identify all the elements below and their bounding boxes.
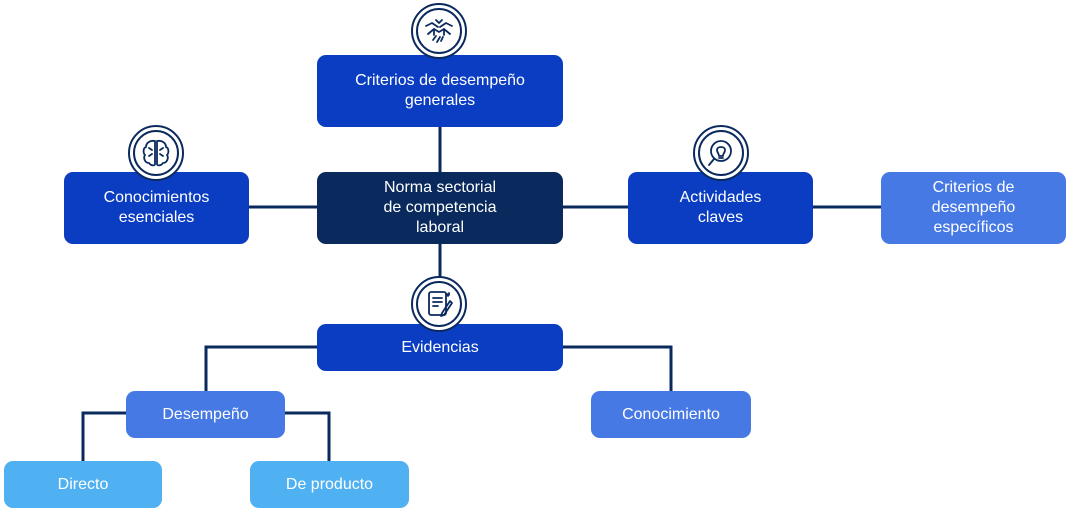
connector-desempeno-to-de-producto [285, 411, 331, 461]
node-directo: Directo [4, 461, 162, 508]
node-desempeno: Desempeño [126, 391, 285, 438]
document-pen-icon [411, 276, 467, 332]
node-de-producto: De producto [250, 461, 409, 508]
connector-evidencias-to-desempeno [204, 345, 317, 391]
lightbulb-magnifier-icon [693, 125, 749, 181]
connector-desempeno-to-directo [81, 411, 126, 461]
node-conocimiento: Conocimiento [591, 391, 751, 438]
brain-icon [128, 125, 184, 181]
teamwork-hands-icon [411, 3, 467, 59]
node-criterios-especificos: Criterios de desempeño específicos [881, 172, 1066, 244]
node-center-norma-sectorial: Norma sectorial de competencia laboral [317, 172, 563, 244]
node-actividades-claves: Actividades claves [628, 172, 813, 244]
node-criterios-generales: Criterios de desempeño generales [317, 55, 563, 127]
connector-evidencias-to-conocimiento [563, 345, 673, 391]
node-conocimientos-esenciales: Conocimientos esenciales [64, 172, 249, 244]
